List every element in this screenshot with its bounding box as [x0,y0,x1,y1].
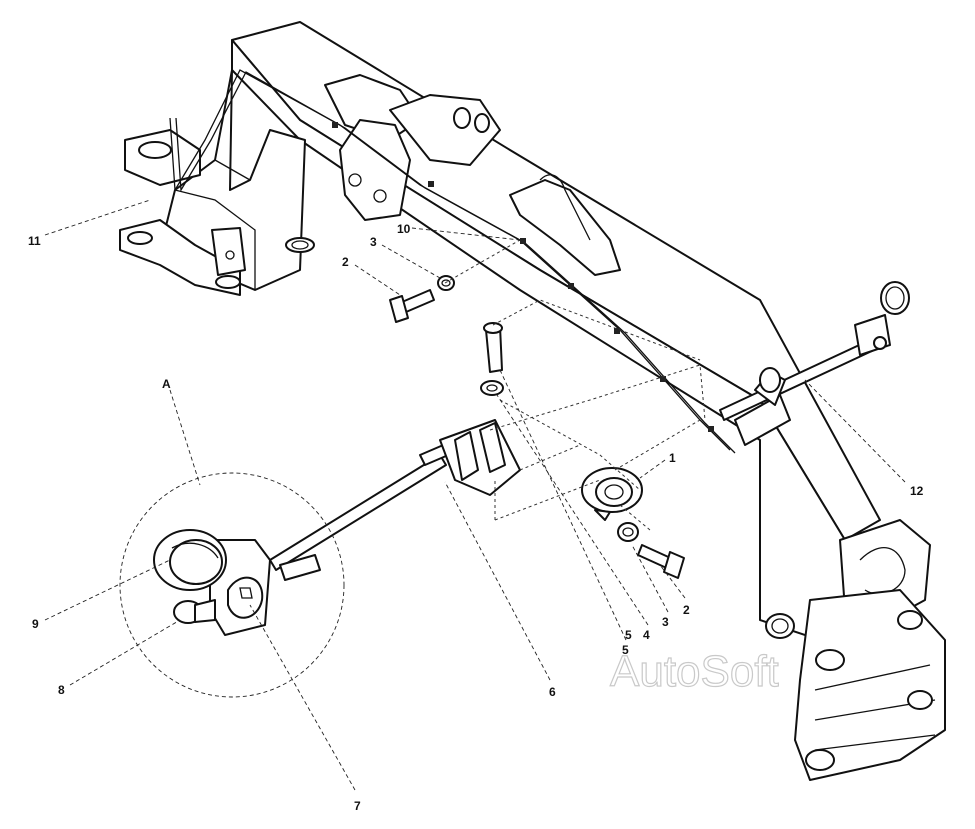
mounting-plate [581,467,643,521]
callout-1: 1 [669,451,676,465]
bolt-vertical [483,322,503,373]
bolt-upper [389,289,435,323]
callout-10: 10 [397,222,411,236]
assembly-guides [444,239,706,531]
callout-9: 9 [32,617,39,631]
leader-lines [44,199,906,791]
callout-11: 11 [28,234,41,248]
boom-frame [119,21,946,781]
bolt-lower [637,544,685,579]
support-arm [269,419,521,581]
watermark-text: AutoSoft [610,647,779,696]
callout-3-upper: 3 [370,235,377,249]
callout-4: 4 [643,628,650,642]
callout-8: 8 [58,683,65,697]
callout-5-upper: 5 [622,643,629,657]
callout-labels: 11 2 3 10 1 12 2 3 4 5 5 6 A 9 8 7 [28,222,924,813]
detail-a-label: A [162,377,171,391]
callout-12: 12 [910,484,924,498]
callout-5-lower: 5 [625,628,632,642]
callout-6: 6 [549,685,556,699]
callout-2-upper: 2 [342,255,349,269]
callout-2-lower: 2 [683,603,690,617]
washer-lower [617,522,639,542]
lamp-bracket-assembly [719,281,910,446]
cable-line [169,69,736,454]
washer-vertical [480,380,504,396]
callout-7: 7 [354,799,361,813]
callout-3-lower: 3 [662,615,669,629]
detail-a-view [119,472,345,698]
